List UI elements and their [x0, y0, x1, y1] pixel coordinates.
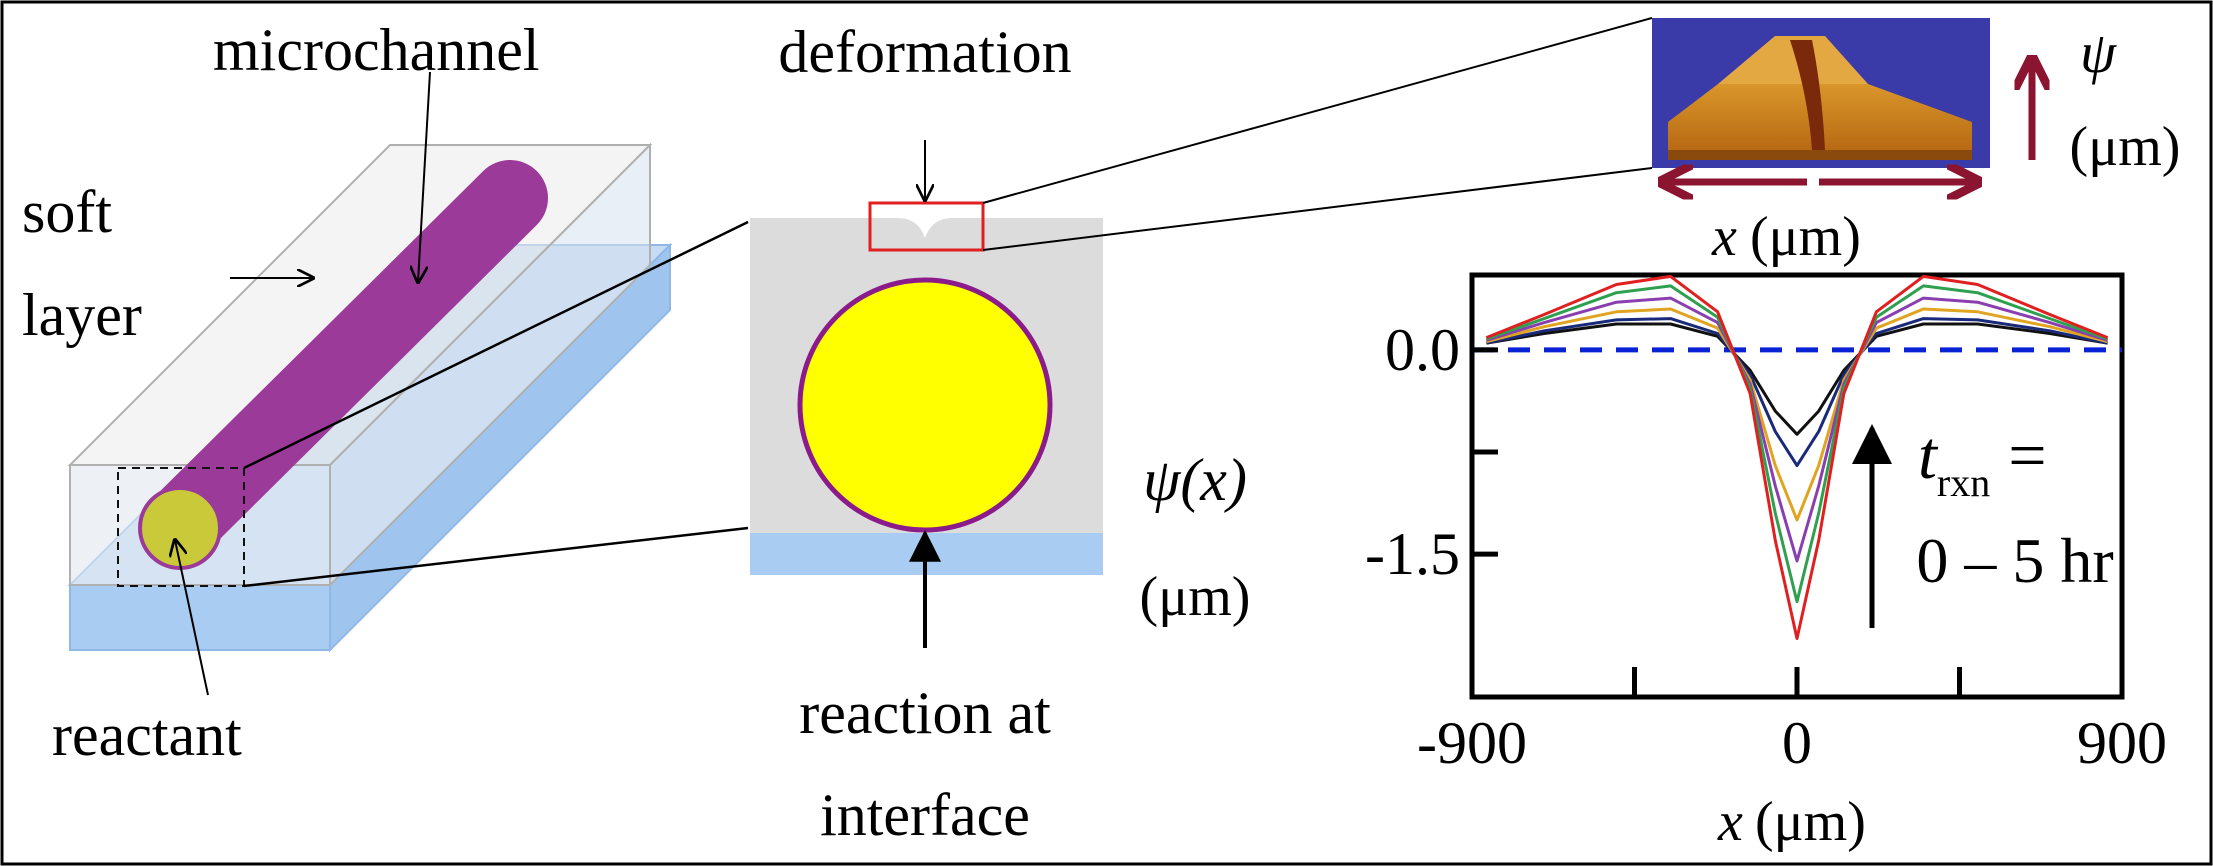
microchannel-label: microchannel [213, 17, 540, 83]
profile-chart: -900 0 900 0.0 -1.5 [1365, 272, 2167, 776]
reactant-label: reactant [52, 702, 242, 768]
chart-series-line-5 [1485, 274, 2109, 640]
trxn-sub: rxn [1937, 460, 1990, 505]
y-tick-label-1: -1.5 [1365, 521, 1460, 587]
inset-x-label: x [1711, 206, 1737, 268]
chart-series-line-3 [1485, 296, 2109, 563]
inset-groove [1790, 40, 1825, 150]
inset-zoom-line-top [982, 17, 1653, 204]
x-tick-label-2: 900 [2077, 710, 2167, 776]
chart-x-unit: (μm) [1755, 791, 1866, 853]
inset-psi-label: ψ [2080, 20, 2117, 85]
zoom-line-top [243, 220, 749, 470]
trxn-eq: = [2008, 417, 2046, 493]
chart-series-line-1 [1486, 317, 2108, 468]
inset-zoom-line-bottom [982, 167, 1653, 251]
cross-section [750, 17, 1653, 648]
inset-ridge-base [1668, 150, 1972, 160]
zoom-line-bottom [243, 526, 749, 588]
trxn-range: 0 – 5 hr [1916, 525, 2113, 596]
soft-layer-side [329, 142, 651, 588]
substrate-front [69, 584, 331, 651]
inset-psi-unit: (μm) [2070, 116, 2181, 178]
chart-series-line-2 [1486, 307, 2108, 522]
inset-ridge-top [1718, 36, 1868, 84]
reaction-label-2: interface [820, 782, 1030, 848]
inset-image [1652, 18, 1990, 168]
reactant-cross-section [797, 277, 1053, 533]
selection-box [117, 467, 245, 587]
trxn-label: trxn = [1918, 417, 2047, 505]
soft-label: soft [22, 179, 112, 245]
x-tick-label-0: -900 [1417, 710, 1527, 776]
chart-series-line-4 [1485, 284, 2109, 604]
microchannel-arrow [418, 71, 431, 282]
x-tick-label-1: 0 [1782, 710, 1812, 776]
deformation-box [868, 201, 985, 252]
microchannel-tube [142, 160, 548, 563]
layer-label: layer [22, 282, 142, 348]
device-3d [67, 71, 749, 696]
reactant-cap [138, 486, 222, 570]
y-tick-label-0: 0.0 [1385, 317, 1460, 383]
inset-x-unit: (μm) [1750, 206, 1861, 268]
trxn-t: t [1918, 417, 1939, 493]
chart-x-label: x [1717, 791, 1743, 853]
reactant-arrow [175, 540, 209, 696]
reaction-label-1: reaction at [799, 680, 1051, 746]
inset-x-arrow-gap [1807, 176, 1819, 190]
surface-dimple [898, 218, 952, 238]
deformation-label: deformation [778, 19, 1071, 85]
chart-y-label: ψ(x) [1143, 447, 1247, 513]
chart-y-unit: (μm) [1140, 566, 1251, 628]
chart-series-line-0 [1486, 322, 2108, 436]
